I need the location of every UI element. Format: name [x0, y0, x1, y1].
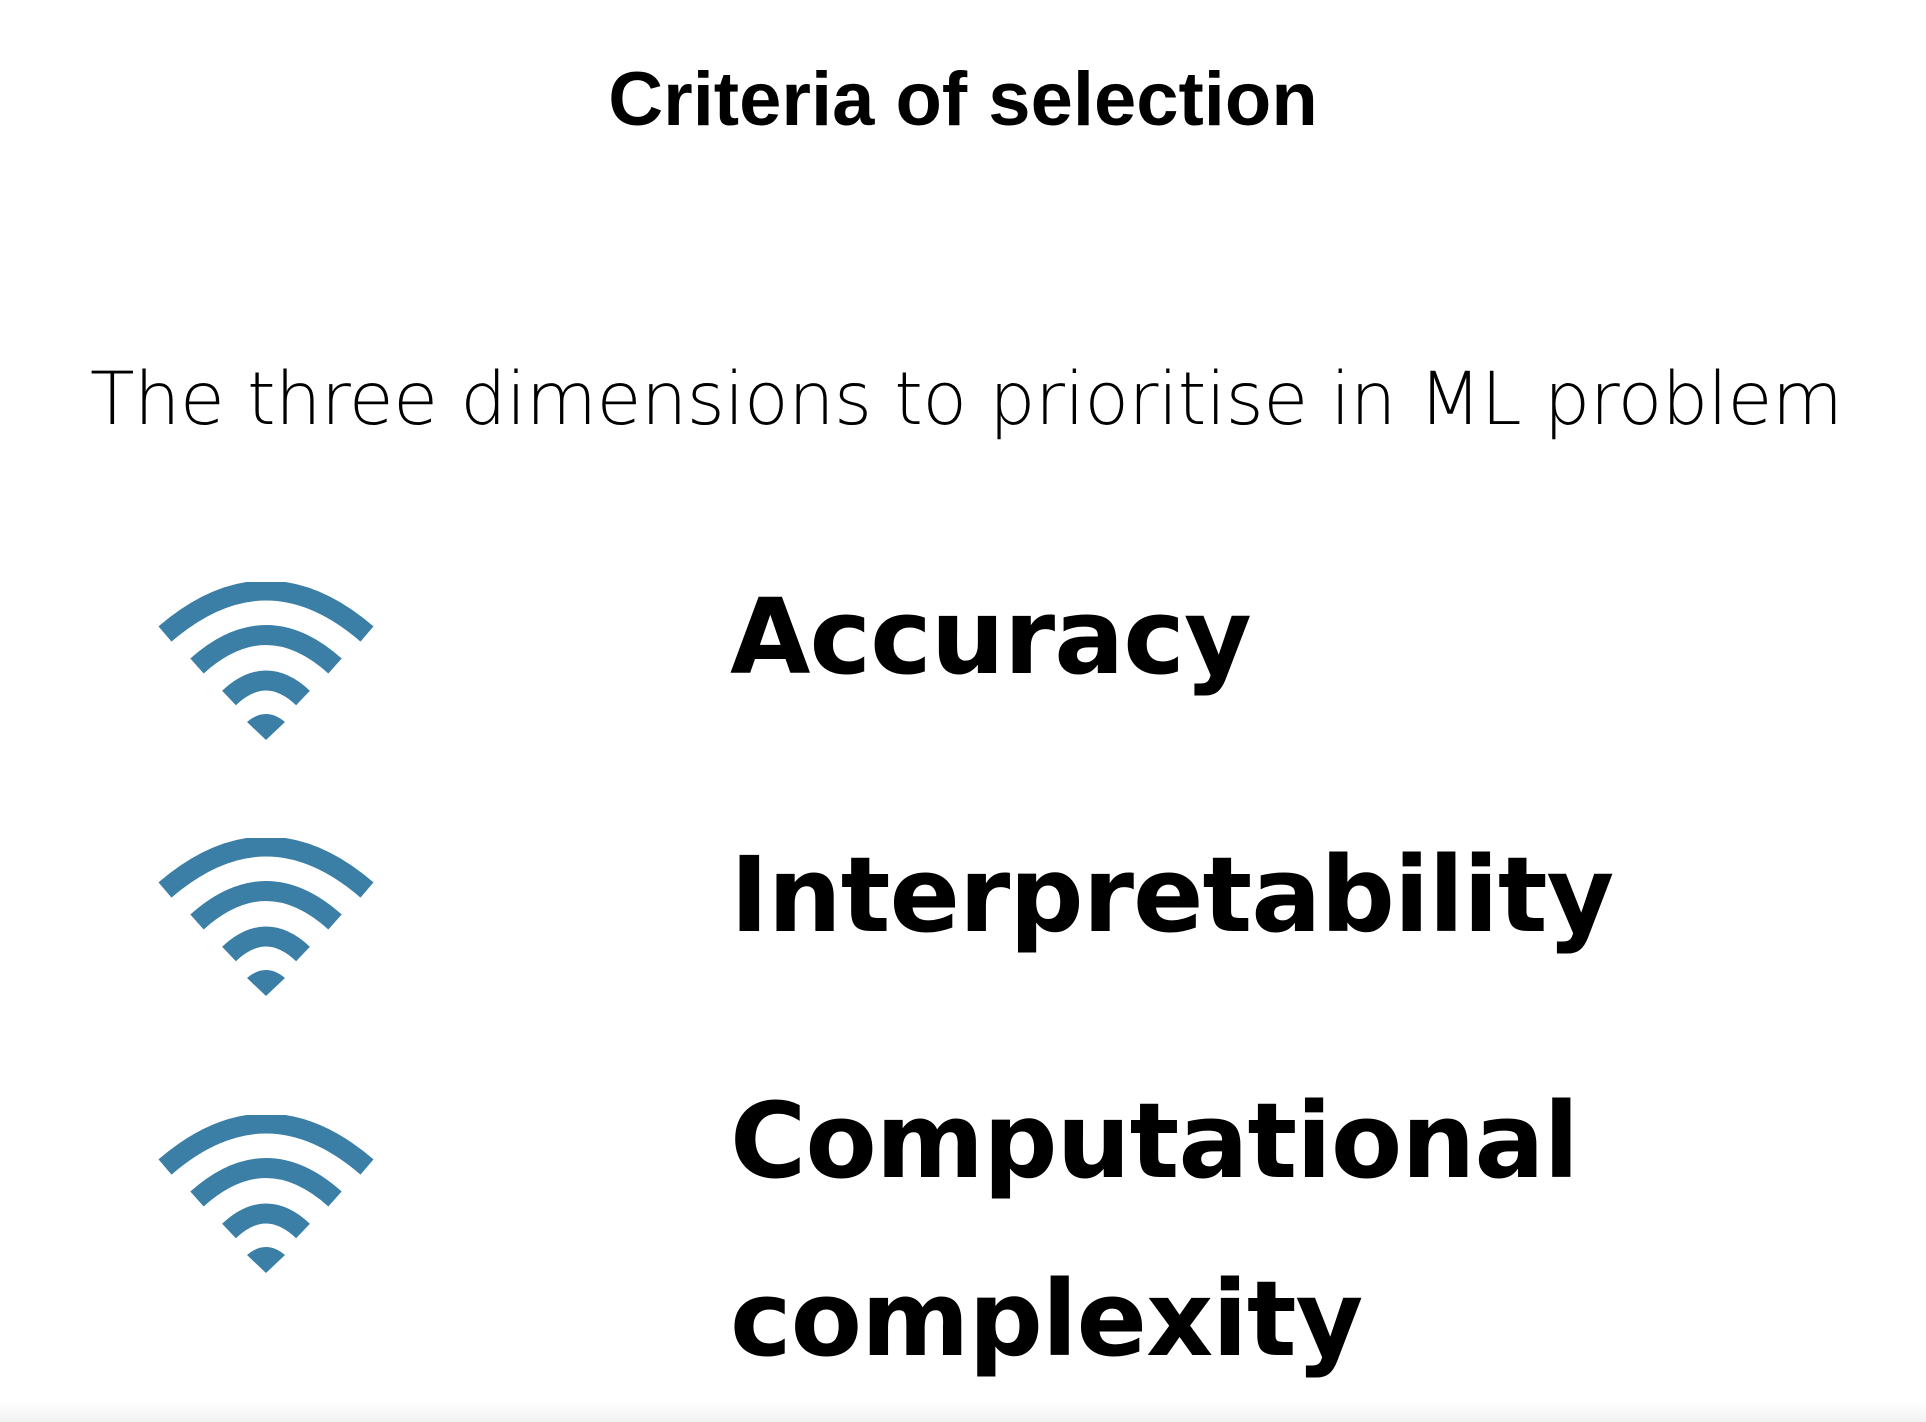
wifi-signal-icon — [155, 582, 377, 742]
criterion-accuracy: Accuracy — [730, 576, 1252, 698]
criterion-complexity: complexity — [730, 1258, 1363, 1380]
criterion-interpretability: Interpretability — [730, 834, 1614, 956]
slide-title: Criteria of selection — [608, 57, 1318, 142]
wifi-signal-icon — [155, 1115, 377, 1275]
wifi-signal-icon — [155, 838, 377, 998]
slide-subtitle: The three dimensions to prioritise in ML… — [90, 357, 1843, 442]
wifi-signal-svg — [158, 582, 374, 740]
criterion-computational: Computational — [730, 1080, 1579, 1202]
wifi-signal-svg — [158, 1115, 374, 1273]
wifi-signal-svg — [158, 838, 374, 996]
bottom-edge — [0, 1402, 1926, 1422]
